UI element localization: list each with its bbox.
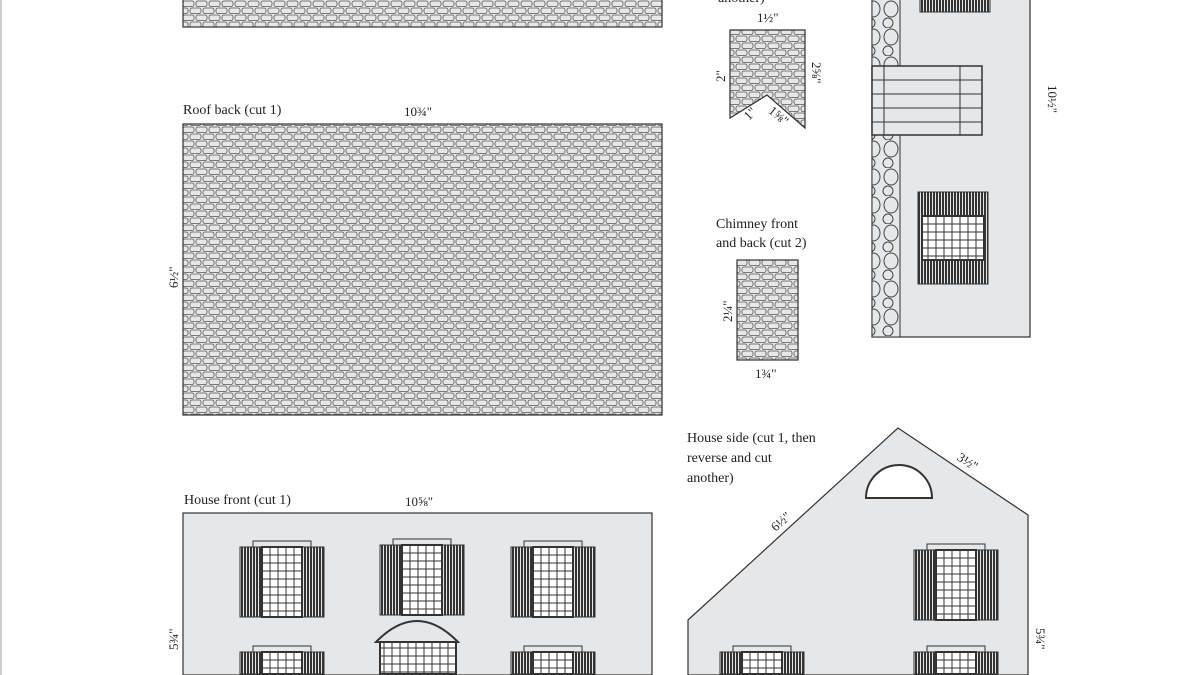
chimney-front-piece [736,259,799,361]
house-side-label-1: House side (cut 1, then [687,431,816,446]
house-front-height-dim: 5¾" [166,628,181,650]
chimney-side-top-dim: 1½" [757,10,779,25]
chimney-front-width-dim: 1¾" [755,366,777,381]
chimney-side-label: another) [718,0,765,8]
roof-back-width-dim: 10¾" [404,104,433,119]
house-front-width-dim: 10⅝" [405,494,434,509]
chimney-front-label-1: Chimney front [716,217,799,232]
house-front-piece [182,512,653,675]
tall-side-height-dim: 10½" [1045,85,1060,114]
chimney-side-left-dim: 2" [713,70,728,82]
chimney-side-piece [729,29,806,130]
chimney-front-height-dim: 2¼" [720,300,735,322]
tall-side-piece [871,0,1031,338]
roof-back-piece [182,123,663,416]
roof-front-piece [182,0,663,28]
page-edge [0,0,2,675]
roof-back-height-dim: 6½" [166,266,181,288]
chimney-front-label-2: and back (cut 2) [716,236,807,251]
house-front-label: House front (cut 1) [184,493,291,508]
house-side-label-3: another) [687,471,734,486]
house-side-piece [687,427,1029,675]
roof-back-label: Roof back (cut 1) [183,103,282,118]
chimney-side-right-dim: 2⅝" [809,62,824,84]
house-side-label-2: reverse and cut [687,451,772,466]
house-side-height-dim: 5¾" [1033,628,1048,650]
